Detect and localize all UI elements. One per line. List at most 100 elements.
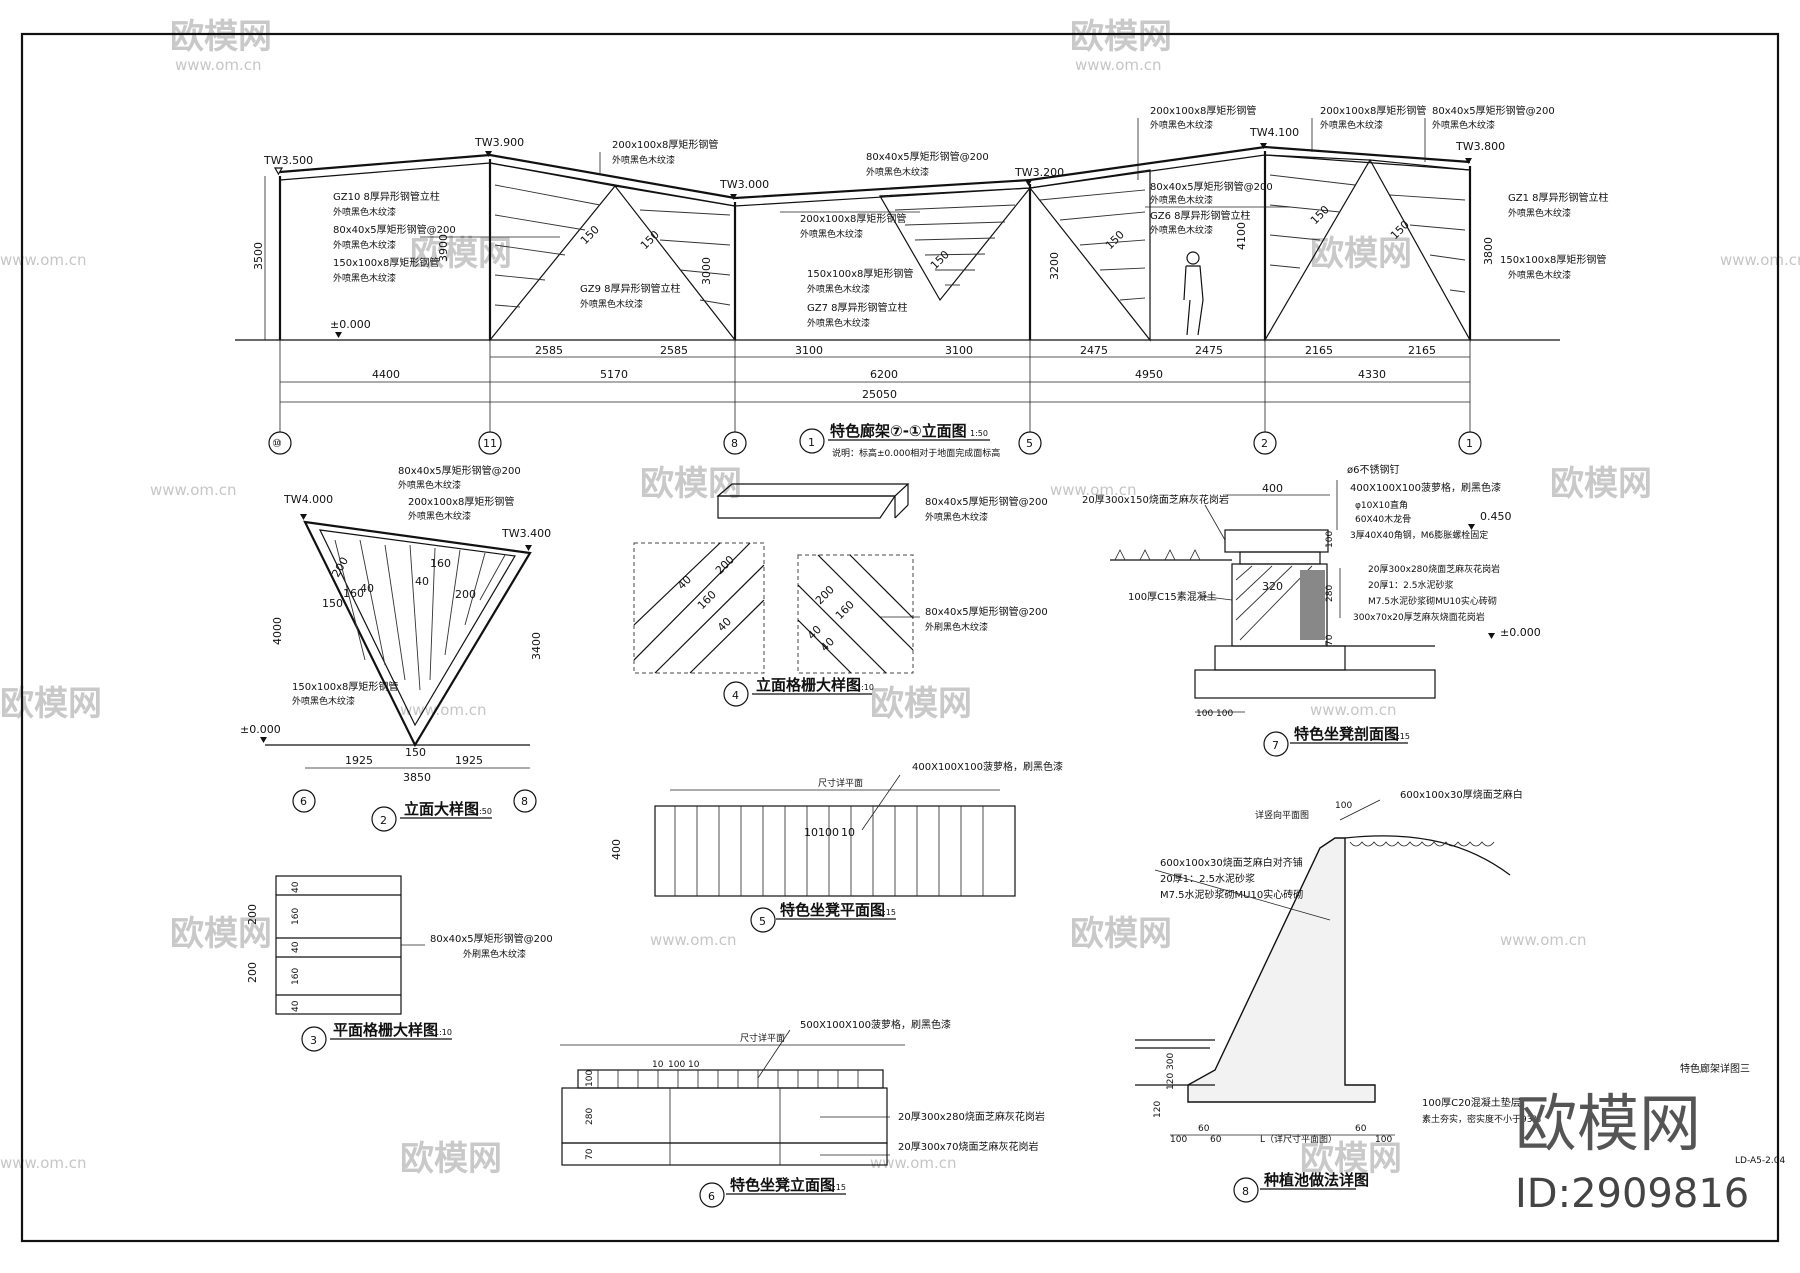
svg-text:40: 40 xyxy=(675,573,694,592)
svg-text:TW3.400: TW3.400 xyxy=(501,527,551,540)
svg-text:2475: 2475 xyxy=(1080,344,1108,357)
svg-text:160: 160 xyxy=(291,968,301,985)
svg-text:3100: 3100 xyxy=(945,344,973,357)
svg-text:φ10X10直角: φ10X10直角 xyxy=(1355,499,1408,511)
axis-bubble: 6 xyxy=(292,789,316,813)
svg-text:120: 120 xyxy=(1166,1073,1176,1090)
svg-text:280: 280 xyxy=(585,1108,595,1125)
svg-text:400X100X100菠萝格，刷黑色漆: 400X100X100菠萝格，刷黑色漆 xyxy=(1350,481,1501,494)
svg-text:160: 160 xyxy=(695,588,719,612)
svg-text:20厚1：2.5水泥砂浆: 20厚1：2.5水泥砂浆 xyxy=(1368,579,1454,591)
svg-text:3800: 3800 xyxy=(1482,237,1495,265)
svg-text:M7.5水泥砂浆砌MU10实心砖砌: M7.5水泥砂浆砌MU10实心砖砌 xyxy=(1368,595,1497,607)
svg-text:80x40x5厚矩形钢管@200: 80x40x5厚矩形钢管@200 xyxy=(925,495,1048,508)
dim-chain-total: 25050 xyxy=(280,388,1470,403)
watermark-url: www.om.cn xyxy=(1050,481,1137,499)
level-tag: TW3.000 xyxy=(719,178,769,200)
svg-text:80x40x5厚矩形钢管@200: 80x40x5厚矩形钢管@200 xyxy=(333,223,456,236)
svg-text:2585: 2585 xyxy=(660,344,688,357)
view6-title: 6 特色坐凳立面图 1:15 xyxy=(699,1176,846,1208)
svg-text:种植池做法详图: 种植池做法详图 xyxy=(1263,1171,1369,1189)
svg-text:100: 100 xyxy=(1196,709,1213,719)
view4-title: 4 立面格栅大样图 1:10 xyxy=(723,676,874,707)
svg-text:外喷黑色木纹漆: 外喷黑色木纹漆 xyxy=(925,511,988,523)
dim-chain-main: 4400 5170 6200 4950 4330 xyxy=(280,368,1470,383)
watermark-url: www.om.cn xyxy=(400,701,487,719)
svg-text:外喷黑色木纹漆: 外喷黑色木纹漆 xyxy=(1150,224,1213,236)
svg-text:400X100X100菠萝格，刷黑色漆: 400X100X100菠萝格，刷黑色漆 xyxy=(912,760,1063,773)
svg-text:6: 6 xyxy=(300,795,307,808)
svg-text:100: 100 xyxy=(1170,1135,1187,1145)
svg-text:40: 40 xyxy=(818,635,837,654)
svg-text:160: 160 xyxy=(833,598,857,622)
svg-text:立面大样图: 立面大样图 xyxy=(404,800,479,818)
bench-slats xyxy=(674,806,984,896)
svg-text:20厚1：2.5水泥砂浆: 20厚1：2.5水泥砂浆 xyxy=(1160,872,1255,885)
svg-text:3400: 3400 xyxy=(530,632,543,660)
level-tag: TW3.400 xyxy=(501,527,551,551)
svg-text:150: 150 xyxy=(322,597,343,610)
watermark-text: 欧模网 xyxy=(1300,1139,1402,1179)
watermark-url: www.om.cn xyxy=(650,931,737,949)
svg-text:4950: 4950 xyxy=(1135,368,1163,381)
view7-title: 7 特色坐凳剖面图 1:15 xyxy=(1263,725,1410,757)
svg-text:100: 100 xyxy=(818,826,839,839)
svg-text:⑩: ⑩ xyxy=(272,437,282,450)
view8-dims: 300 120 120 100 60 60 60 100 L（详尺寸平面图） xyxy=(1153,1053,1395,1145)
svg-text:外喷黑色木纹漆: 外喷黑色木纹漆 xyxy=(1320,119,1383,131)
svg-text:3500: 3500 xyxy=(252,242,265,270)
panel-c xyxy=(1028,169,1151,342)
level-tag: TW4.100 xyxy=(1249,126,1299,149)
axis-bubble: 8 xyxy=(723,431,747,455)
svg-text:外喷黑色木纹漆: 外喷黑色木纹漆 xyxy=(800,228,863,240)
svg-text:4400: 4400 xyxy=(372,368,400,381)
svg-text:3900: 3900 xyxy=(437,234,450,262)
svg-text:150: 150 xyxy=(638,228,662,252)
svg-text:150x100x8厚矩形钢管: 150x100x8厚矩形钢管 xyxy=(807,267,913,280)
view-7-bench-section: 400 0.450 ±0.000 320 280 100 70 100 100 … xyxy=(1082,463,1541,757)
svg-text:尺寸详平面: 尺寸详平面 xyxy=(818,777,863,789)
svg-text:600x100x30烧面芝麻白对齐铺: 600x100x30烧面芝麻白对齐铺 xyxy=(1160,856,1303,869)
svg-text:说明：标高±0.000相对于地面完成面标高: 说明：标高±0.000相对于地面完成面标高 xyxy=(832,447,1000,459)
svg-text:外喷黑色木纹漆: 外喷黑色木纹漆 xyxy=(333,206,396,218)
svg-text:4100: 4100 xyxy=(1235,222,1248,250)
svg-text:5: 5 xyxy=(1026,437,1033,450)
view-8-planter-detail: 详竖向平面图 100 600x100x30厚烧面芝麻白 600x100x30烧面… xyxy=(1135,788,1541,1203)
svg-text:TW4.000: TW4.000 xyxy=(283,493,333,506)
svg-text:300: 300 xyxy=(1166,1053,1176,1070)
svg-text:40: 40 xyxy=(291,881,301,893)
svg-text:特色坐凳立面图: 特色坐凳立面图 xyxy=(730,1176,835,1194)
svg-text:80x40x5厚矩形钢管@200: 80x40x5厚矩形钢管@200 xyxy=(925,605,1048,618)
watermark-text: 欧模网 xyxy=(1070,17,1172,57)
svg-text:M7.5水泥砂浆砌MU10实心砖砌: M7.5水泥砂浆砌MU10实心砖砌 xyxy=(1160,888,1303,901)
svg-text:10: 10 xyxy=(652,1060,664,1070)
axis-bubble: 11 xyxy=(478,431,502,455)
svg-text:1:15: 1:15 xyxy=(828,1183,846,1192)
svg-text:立面格栅大样图: 立面格栅大样图 xyxy=(756,676,861,694)
view2-notes: 80x40x5厚矩形钢管@200 外喷黑色木纹漆 200x100x8厚矩形钢管 … xyxy=(292,464,521,707)
svg-text:100: 100 xyxy=(585,1070,595,1087)
watermark-layer: 欧模网 欧模网 www.om.cn www.om.cn 欧模网 欧模网 www.… xyxy=(0,17,1800,1179)
watermark-text: 欧模网 xyxy=(0,684,102,724)
svg-text:150x100x8厚矩形钢管: 150x100x8厚矩形钢管 xyxy=(292,680,398,693)
svg-text:60: 60 xyxy=(1198,1124,1210,1134)
roof-beam-inner xyxy=(279,154,1471,207)
level-tag: 0.450 xyxy=(1468,510,1512,530)
axis-bubble: ⑩ xyxy=(268,431,292,455)
svg-text:20厚300x150烧面芝麻灰花岗岩: 20厚300x150烧面芝麻灰花岗岩 xyxy=(1082,493,1229,506)
svg-text:8: 8 xyxy=(1242,1185,1249,1198)
svg-text:外喷黑色木纹漆: 外喷黑色木纹漆 xyxy=(1150,194,1213,206)
svg-text:80x40x5厚矩形钢管@200: 80x40x5厚矩形钢管@200 xyxy=(1150,180,1273,193)
svg-text:GZ6 8厚异形钢管立柱: GZ6 8厚异形钢管立柱 xyxy=(1150,209,1251,222)
svg-text:70: 70 xyxy=(1325,634,1335,646)
level-tag: ±0.000 xyxy=(1488,626,1541,639)
svg-text:100: 100 xyxy=(1335,801,1352,811)
svg-text:200x100x8厚矩形钢管: 200x100x8厚矩形钢管 xyxy=(408,495,514,508)
view1-title: 1 特色廊架⑦-①立面图 1:50 说明：标高±0.000相对于地面完成面标高 xyxy=(799,422,1000,459)
svg-text:TW3.800: TW3.800 xyxy=(1455,140,1505,153)
svg-text:200x100x8厚矩形钢管: 200x100x8厚矩形钢管 xyxy=(800,212,906,225)
svg-text:外喷黑色木纹漆: 外喷黑色木纹漆 xyxy=(333,272,396,284)
axis-bubble: 5 xyxy=(1018,431,1042,455)
bar-section-top xyxy=(716,483,910,519)
svg-text:±0.000: ±0.000 xyxy=(1500,626,1541,639)
